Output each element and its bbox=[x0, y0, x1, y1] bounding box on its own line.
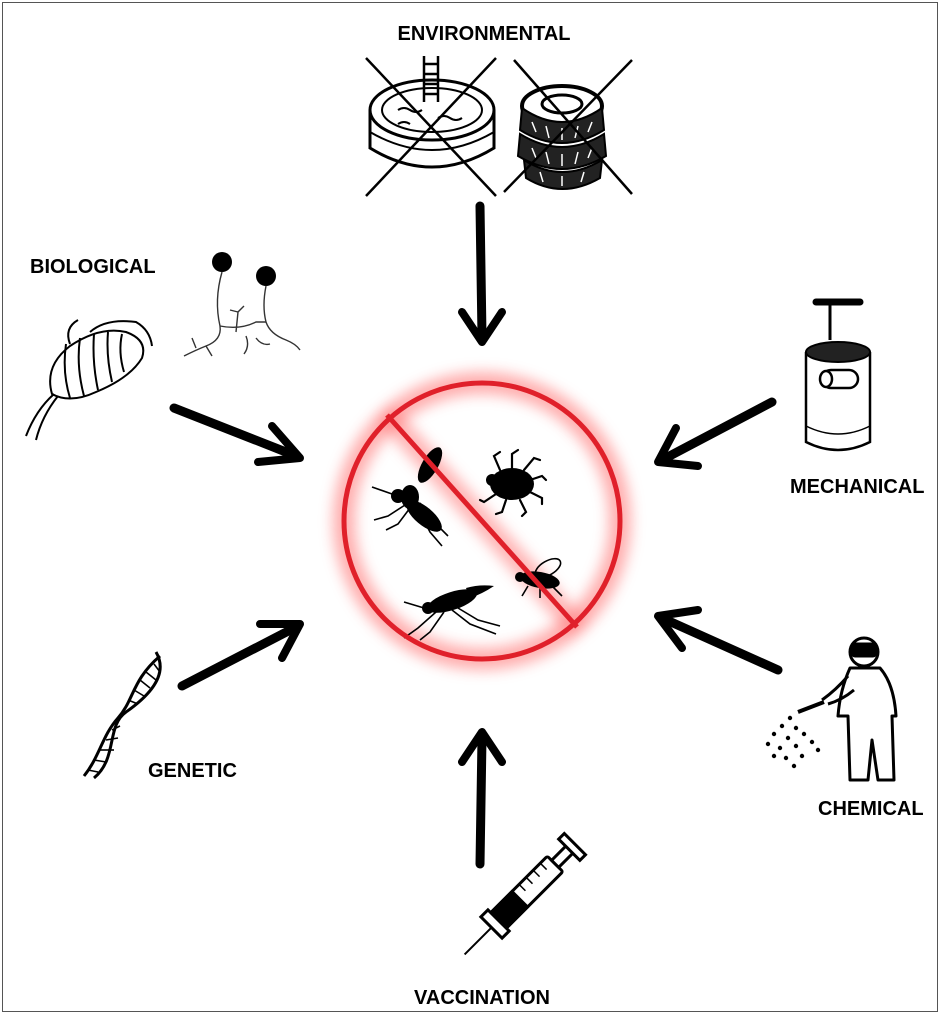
fungus-icon bbox=[184, 252, 300, 356]
tick-icon bbox=[480, 450, 546, 516]
label-chemical: CHEMICAL bbox=[818, 798, 924, 820]
copepod-icon bbox=[26, 320, 152, 440]
arrow-from-genetic bbox=[182, 624, 300, 686]
arrow-from-vaccination bbox=[462, 732, 502, 864]
syringe-icon bbox=[454, 833, 586, 965]
label-vaccination: VACCINATION bbox=[414, 987, 550, 1009]
arrow-from-chemical bbox=[658, 610, 778, 670]
arrow-from-mechanical bbox=[658, 402, 772, 466]
trap-jar-icon bbox=[806, 302, 870, 450]
label-genetic: GENETIC bbox=[148, 760, 237, 782]
water-container-crossed-icon bbox=[366, 56, 496, 196]
label-mechanical: MECHANICAL bbox=[790, 476, 924, 498]
arrow-from-biological bbox=[174, 408, 300, 462]
arrow-from-environmental bbox=[462, 206, 502, 342]
no-insects-sign bbox=[344, 383, 620, 659]
sprayer-person-icon bbox=[766, 638, 896, 780]
tire-stack-crossed-icon bbox=[504, 60, 632, 194]
label-environmental: ENVIRONMENTAL bbox=[398, 23, 571, 45]
mosquito-icon bbox=[372, 444, 448, 546]
label-biological: BIOLOGICAL bbox=[30, 256, 156, 278]
